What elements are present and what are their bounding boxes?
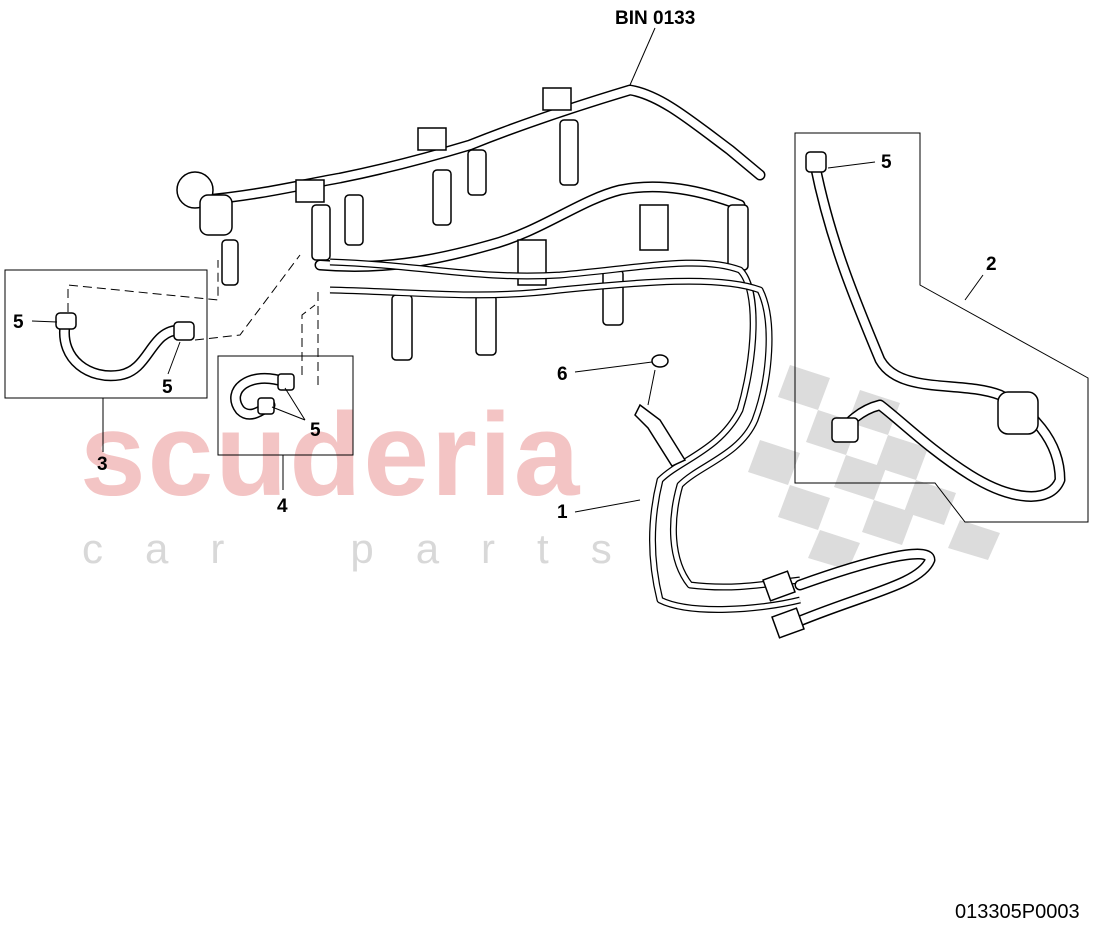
leader-lines — [31, 27, 984, 513]
part-4-group — [217, 355, 354, 456]
callout-1: 1 — [557, 502, 568, 523]
callout-5-box4: 5 — [310, 420, 321, 441]
callout-4: 4 — [277, 496, 288, 517]
watermark-logo-image — [0, 380, 800, 580]
callout-5-box2: 5 — [881, 152, 892, 173]
part-2-group — [794, 132, 1089, 523]
part-6-washer — [651, 354, 669, 368]
callout-3: 3 — [97, 454, 108, 475]
part-3-group — [4, 269, 208, 399]
callout-2: 2 — [986, 254, 997, 275]
assembly-dash-lines — [67, 254, 319, 385]
fuel-rail-assembly — [176, 84, 766, 361]
callout-5-box3-left: 5 — [13, 312, 24, 333]
callout-6: 6 — [557, 364, 568, 385]
part-1-fuel-line — [329, 258, 936, 639]
callout-5-box3-right: 5 — [162, 377, 173, 398]
reference-label-bin: BIN 0133 — [615, 8, 695, 29]
watermark — [0, 365, 1000, 580]
injectors-top-row — [221, 87, 579, 286]
drawing-number: 013305P0003 — [955, 901, 1080, 923]
